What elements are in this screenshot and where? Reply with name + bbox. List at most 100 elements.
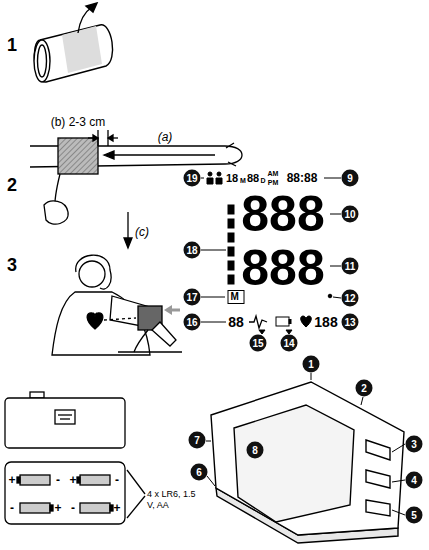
callout-number: 17	[184, 289, 201, 306]
lcd-icons	[228, 275, 234, 284]
lcd-icons	[228, 233, 234, 242]
polarity-sign: +	[54, 502, 61, 514]
lcd-icons	[207, 178, 213, 184]
lcd-segment-text: 88	[247, 173, 259, 184]
polarity-sign: -	[71, 502, 75, 514]
lcd-icons	[228, 205, 234, 214]
lcd-segment-text: M	[240, 177, 246, 184]
lcd-icons	[208, 172, 212, 176]
woman-figure	[87, 313, 103, 329]
lcd-segment-text: 88	[228, 315, 244, 329]
callout-number: 11	[342, 258, 359, 275]
monitor-device	[211, 382, 404, 543]
battery-compartment	[17, 477, 20, 483]
cuff-figure	[34, 25, 112, 82]
battery-compartment	[5, 398, 125, 448]
callout-number: 9	[342, 170, 359, 187]
battery-compartment	[127, 496, 145, 518]
lcd-icons	[228, 247, 234, 256]
arm-figure	[124, 238, 132, 248]
arm-figure	[108, 135, 113, 141]
arm-figure	[93, 135, 98, 141]
lcd-icons	[289, 320, 291, 324]
lcd-icons	[328, 294, 332, 298]
callout-number: 10	[342, 206, 359, 223]
lcd-icons	[301, 316, 312, 327]
arm-figure	[226, 143, 236, 166]
battery-compartment	[50, 505, 53, 511]
callout-number: 13	[342, 314, 359, 331]
battery-spec-note: 4 x LR6, 1.5 V, AA	[147, 489, 197, 511]
lcd-icons	[216, 178, 222, 184]
leader-line	[361, 397, 363, 405]
battery-compartment	[127, 470, 145, 494]
callout-number: 5	[406, 507, 423, 524]
arm-figure	[127, 212, 128, 240]
woman-figure	[118, 351, 182, 352]
battery-compartment	[80, 475, 110, 485]
leader-line	[311, 373, 312, 380]
callout-number: 12	[342, 290, 359, 307]
cuff-figure	[38, 45, 47, 77]
lcd-segment-text: AM	[268, 170, 279, 177]
battery-compartment	[5, 462, 125, 524]
callout-number: 15	[250, 335, 267, 352]
arm-figure	[104, 151, 114, 159]
leader-line	[201, 178, 204, 179]
lcd-segment-text: 88:88	[287, 172, 318, 184]
monitor-device	[366, 440, 390, 460]
callout-number: 4	[406, 472, 423, 489]
polarity-sign: +	[69, 474, 76, 486]
callout-number: 16	[184, 314, 201, 331]
leader-line	[201, 322, 226, 323]
lcd-segment-text: PM	[268, 179, 279, 186]
arm-figure	[112, 154, 215, 155]
leader-line	[201, 297, 225, 298]
lcd-icons	[217, 172, 221, 176]
battery-compartment	[60, 418, 70, 419]
woman-figure	[76, 255, 111, 289]
leader-line	[333, 297, 341, 298]
woman-figure	[152, 322, 176, 346]
lcd-segment-text: 888	[241, 243, 324, 293]
dimension-label: (b) 2-3 cm	[51, 116, 106, 128]
battery-compartment	[30, 392, 44, 398]
callout-number: 19	[184, 170, 201, 187]
leader-line	[206, 441, 211, 442]
leader-line	[392, 510, 405, 515]
step-number: 2	[7, 176, 17, 194]
leader-line	[392, 480, 405, 482]
lcd-segment-text: 18	[226, 173, 238, 184]
leader-line	[392, 444, 405, 452]
battery-compartment	[20, 475, 50, 485]
cuff-figure	[86, 3, 97, 12]
callout-number: 3	[406, 436, 423, 453]
polarity-sign: -	[115, 474, 119, 486]
leader-line	[330, 214, 341, 215]
callout-number: 1	[303, 356, 320, 373]
lcd-icons	[286, 330, 292, 334]
battery-compartment	[20, 503, 50, 513]
callout-number: 6	[191, 464, 208, 481]
battery-compartment	[80, 503, 110, 513]
cuff-figure	[78, 7, 92, 33]
polarity-sign: +	[113, 502, 120, 514]
battery-compartment	[77, 477, 80, 483]
step-number: 3	[7, 256, 17, 274]
callout-number: 18	[184, 242, 201, 259]
callout-number: 2	[356, 380, 373, 397]
polarity-sign: -	[10, 502, 14, 514]
woman-figure	[110, 296, 162, 330]
leader-line	[206, 373, 405, 515]
lcd-icons	[259, 330, 265, 334]
cuff-figure	[34, 3, 113, 82]
arm-figure	[58, 138, 98, 174]
cuff-figure	[34, 40, 50, 82]
lcd-icons	[228, 219, 234, 228]
battery-compartment	[58, 414, 72, 415]
arm-figure	[44, 201, 68, 224]
direction-label: (a)	[158, 131, 173, 143]
callout-number: 14	[281, 335, 298, 352]
lcd-segment-text: 188	[314, 315, 337, 329]
